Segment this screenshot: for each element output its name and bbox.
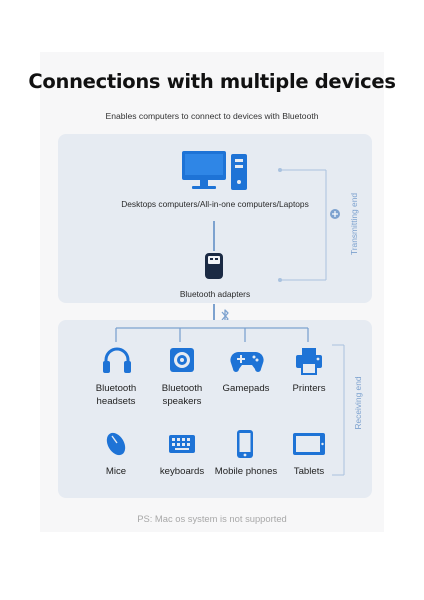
device-label-speakers: Bluetooth speakers: [161, 383, 203, 407]
printer-icon: [296, 348, 322, 375]
keyboard-icon: [169, 435, 195, 453]
device-label-keyboards: keyboards: [159, 466, 205, 477]
page-subtitle: Enables computers to connect to devices …: [105, 111, 319, 121]
device-label-printers: Printers: [292, 383, 326, 394]
computers-label: Desktops computers/All-in-one computers/…: [121, 199, 309, 209]
connector-line: [213, 221, 215, 251]
device-label-headsets: Bluetooth headsets: [95, 383, 137, 407]
phone-icon: [237, 430, 253, 458]
speaker-icon: [170, 348, 194, 372]
receiving-bracket: [332, 344, 345, 476]
device-label-tablets: Tablets: [293, 466, 325, 477]
branch-stem: [213, 304, 215, 328]
gamepad-icon: [230, 352, 264, 372]
footer-note: PS: Mac os system is not supported: [137, 513, 287, 524]
headset-icon: [103, 347, 131, 373]
page-title: Connections with multiple devices: [28, 70, 396, 93]
device-label-phones: Mobile phones: [214, 466, 278, 477]
bluetooth-icon: [221, 309, 229, 323]
device-label-mice: Mice: [105, 466, 127, 477]
receiving-end-label: Receiving end: [353, 376, 363, 430]
tablet-icon: [293, 433, 325, 455]
desktop-computer-icon: [182, 151, 247, 190]
device-label-gamepads: Gamepads: [222, 383, 270, 394]
branch-lines: [115, 327, 309, 342]
transmitting-end-label: Transmitting end: [349, 192, 359, 256]
adapter-label: Bluetooth adapters: [179, 289, 251, 299]
usb-adapter-icon: [205, 253, 223, 279]
transmitting-bracket: [278, 168, 340, 282]
mouse-icon: [106, 432, 126, 456]
